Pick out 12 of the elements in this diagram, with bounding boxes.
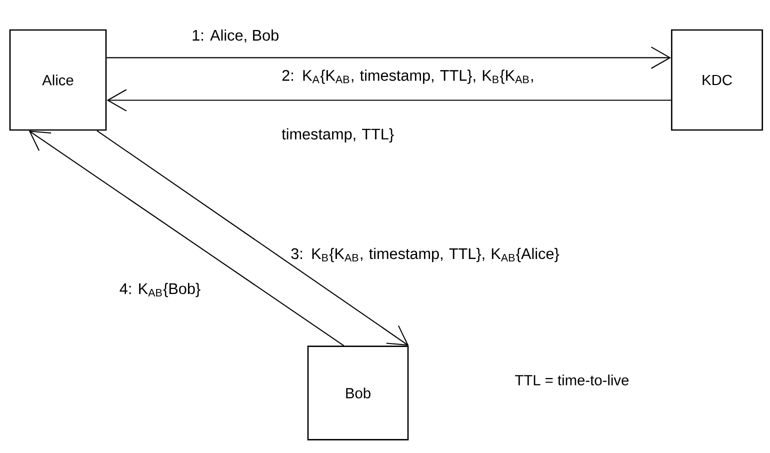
arrow xyxy=(106,89,671,112)
arrow xyxy=(28,130,344,346)
edge-label: 4: K$_{AB}${Bob} xyxy=(120,282,200,298)
edge-label: 2: K$_{A}${K$_{AB}$, timestamp, TTL}, K$_{B}${K$_{AB}$, timestamp, TTL} xyxy=(282,70,533,143)
note: TTL = time-to-live xyxy=(515,374,629,386)
arrow xyxy=(96,130,409,346)
party-box: Bob xyxy=(307,346,409,440)
party-box: Alice xyxy=(9,29,107,131)
party-box: KDC xyxy=(671,29,764,131)
edge-label: 1: Alice, Bob xyxy=(192,29,278,43)
arrow xyxy=(106,46,671,69)
edge-label: 3: K$_{B}${K$_{AB}$, timestamp, TTL}, K$_{AB}${Alice} xyxy=(291,248,560,262)
